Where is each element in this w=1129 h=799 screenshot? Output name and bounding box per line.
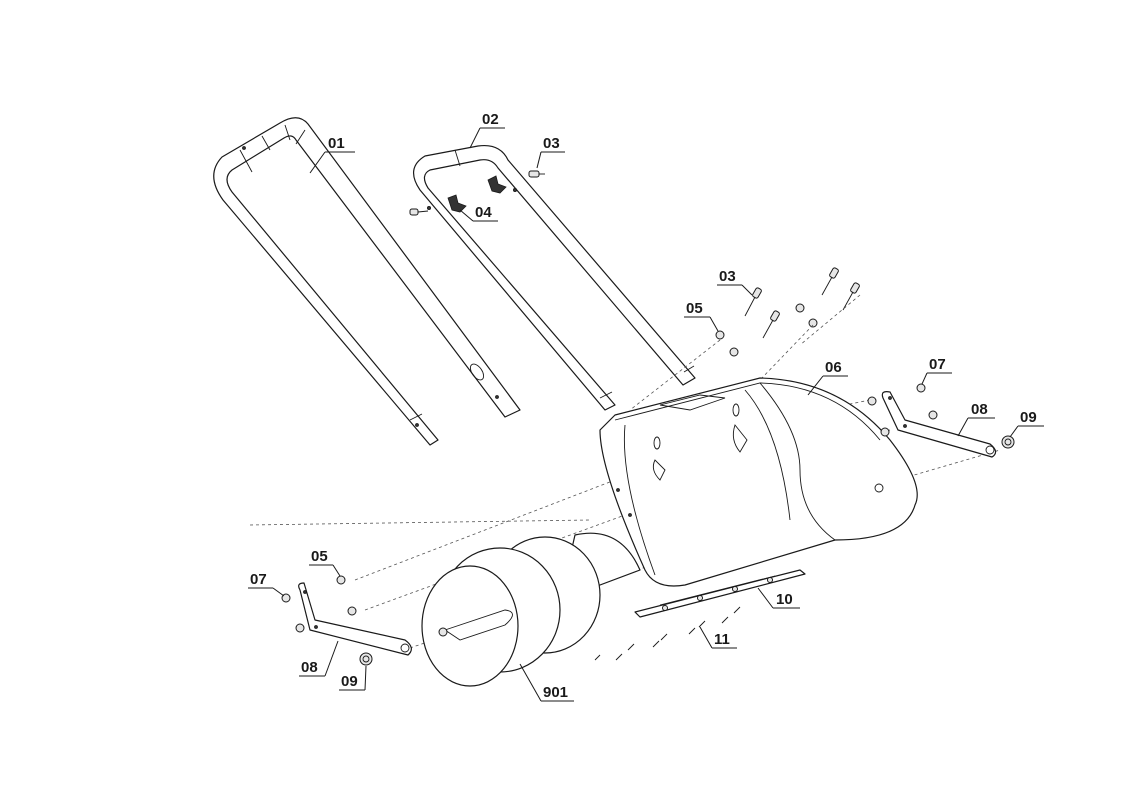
label-05-left: 05	[311, 548, 328, 565]
label-10: 10	[776, 591, 793, 608]
lower-handle	[413, 144, 696, 411]
label-05-right: 05	[686, 300, 703, 317]
label-11: 11	[714, 631, 730, 648]
label-09-right: 09	[1020, 409, 1037, 426]
callout-04: 04	[459, 204, 498, 222]
label-07-right: 07	[929, 356, 946, 373]
callout-10: 10	[757, 587, 800, 609]
label-06: 06	[825, 359, 842, 376]
callout-11: 11	[699, 626, 737, 649]
scraper-screws	[594, 606, 741, 661]
callout-07-right: 07	[921, 356, 952, 385]
callout-02: 02	[469, 111, 505, 149]
label-09-left: 09	[341, 673, 358, 690]
callout-05-left: 05	[309, 548, 341, 577]
callout-01: 01	[309, 135, 355, 174]
callout-03-mid: 03	[717, 268, 753, 296]
label-03-mid: 03	[719, 268, 736, 285]
callout-05-right: 05	[684, 300, 719, 332]
callout-09-right: 09	[1009, 409, 1044, 438]
scraper-bar	[634, 569, 806, 618]
callout-09-left: 09	[339, 665, 367, 691]
frame-bolts	[744, 267, 860, 339]
upper-handle	[213, 117, 521, 446]
callout-08-left: 08	[299, 640, 339, 677]
label-08-left: 08	[301, 659, 318, 676]
label-04: 04	[475, 204, 492, 221]
callout-07-left: 07	[248, 571, 285, 597]
auger-housing	[599, 377, 918, 587]
callout-06: 06	[807, 359, 848, 396]
right-side-bracket	[867, 383, 1015, 458]
label-901: 901	[543, 684, 568, 701]
label-03-top: 03	[543, 135, 560, 152]
label-08-right: 08	[971, 401, 988, 418]
left-side-bracket	[281, 582, 412, 666]
label-02: 02	[482, 111, 499, 128]
callout-901: 901	[519, 663, 574, 702]
upper-bolts	[409, 170, 545, 216]
callout-08-right: 08	[957, 401, 995, 437]
label-01: 01	[328, 135, 345, 152]
label-07-left: 07	[250, 571, 267, 588]
callout-03-top: 03	[536, 135, 565, 169]
wing-nuts	[447, 175, 507, 213]
nuts	[336, 303, 818, 616]
auger-spiral	[421, 532, 641, 687]
